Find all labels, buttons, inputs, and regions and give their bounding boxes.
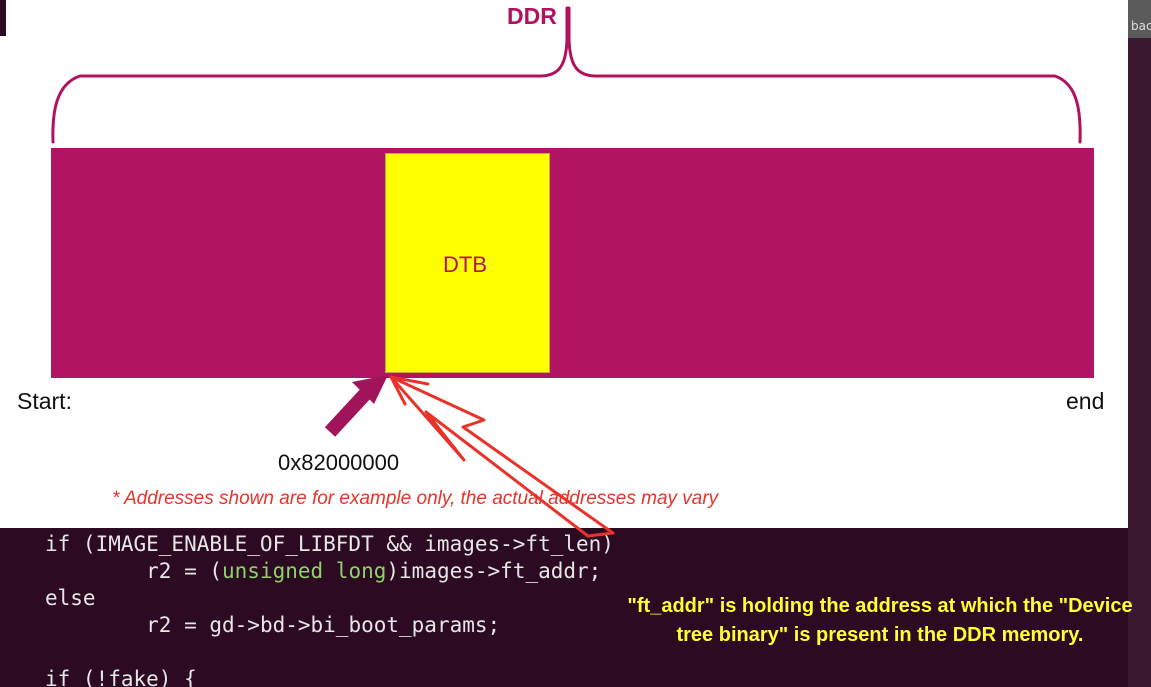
ddr-brace — [51, 6, 1082, 144]
dtb-label: DTB — [443, 252, 487, 277]
address-label: 0x82000000 — [278, 450, 400, 475]
code-line: r2 = gd->bd->bi_boot_params; — [146, 613, 501, 637]
code-line: if (IMAGE_ENABLE_OF_LIBFDT && images->ft… — [45, 532, 614, 556]
window-corner-widget — [1128, 0, 1151, 38]
ddr-label: DDR — [507, 3, 557, 29]
start-address-arrow — [324, 375, 388, 437]
window-corner-text: bac — [1131, 19, 1151, 33]
ddr-memory-bar — [51, 148, 1094, 378]
start-label: Start: — [17, 388, 72, 414]
code-keyword: unsigned long — [222, 559, 387, 583]
address-note: * Addresses shown are for example only, … — [112, 488, 719, 509]
ft-addr-arrow — [389, 375, 615, 538]
code-line: else — [45, 586, 96, 610]
code-block: if (IMAGE_ENABLE_OF_LIBFDT && images->ft… — [45, 531, 614, 687]
window-side-strip — [1128, 0, 1151, 687]
code-line: if (!fake) { — [45, 667, 197, 687]
slide-area: DDR DTB Start: end 0x82000000 * Addresse… — [0, 0, 1128, 528]
callout-text: "ft_addr" is holding the address at whic… — [627, 595, 1133, 646]
code-line: r2 = (unsigned long)images->ft_addr; — [146, 559, 602, 583]
end-label: end — [1066, 388, 1105, 414]
window-edge — [0, 0, 6, 36]
dtb-block — [385, 153, 550, 373]
